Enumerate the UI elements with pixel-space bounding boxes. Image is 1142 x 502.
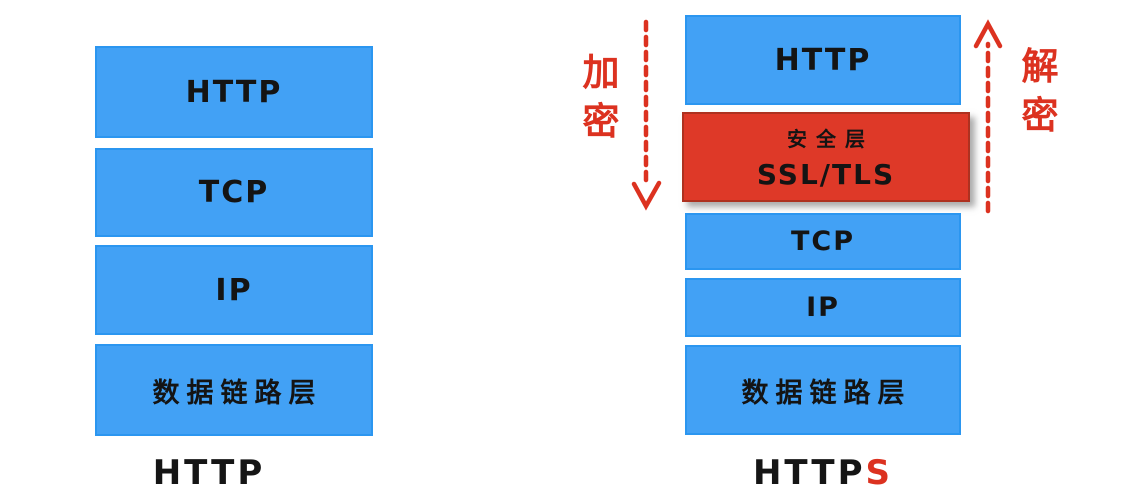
layer-label-ip: IP bbox=[806, 292, 840, 323]
layer-label-tcp: TCP bbox=[198, 175, 270, 210]
layer-label-datalink: 数据链路层 bbox=[741, 377, 912, 409]
layer-label-datalink: 数据链路层 bbox=[152, 377, 323, 409]
left-layer-box-ip: IP bbox=[95, 245, 373, 335]
https-title-http-part: HTTP bbox=[752, 453, 866, 493]
left-layer-box-tcp: TCP bbox=[95, 148, 373, 237]
decrypt-label: 解密 bbox=[1021, 45, 1059, 137]
layer-label-ip: IP bbox=[215, 272, 253, 308]
layer-label-tcp: TCP bbox=[790, 226, 856, 257]
encrypt-label: 加密 bbox=[582, 51, 620, 143]
left-layer-box-datalink: 数据链路层 bbox=[95, 344, 373, 436]
https-title-s-part: S bbox=[865, 453, 894, 493]
layer-label-http: HTTP bbox=[185, 74, 283, 110]
decrypt-arrow-up bbox=[973, 19, 1003, 214]
left-layer-box-http: HTTP bbox=[95, 46, 373, 138]
right-stack-title: HTTPS bbox=[685, 452, 961, 494]
right-layer-box-datalink: 数据链路层 bbox=[685, 345, 961, 435]
security-layer-label: 安全层 bbox=[787, 127, 874, 151]
ssl-tls-label: SSL/TLS bbox=[756, 158, 896, 191]
right-layer-box-tcp: TCP bbox=[685, 213, 961, 270]
right-layer-box-http: HTTP bbox=[685, 15, 961, 105]
left-stack-title: HTTP bbox=[152, 453, 266, 493]
encrypt-arrow-down bbox=[631, 19, 662, 211]
right-layer-box-ssl-tls: 安全层 SSL/TLS bbox=[682, 112, 970, 202]
layer-label-http: HTTP bbox=[774, 42, 872, 78]
right-layer-box-ip: IP bbox=[685, 278, 961, 337]
